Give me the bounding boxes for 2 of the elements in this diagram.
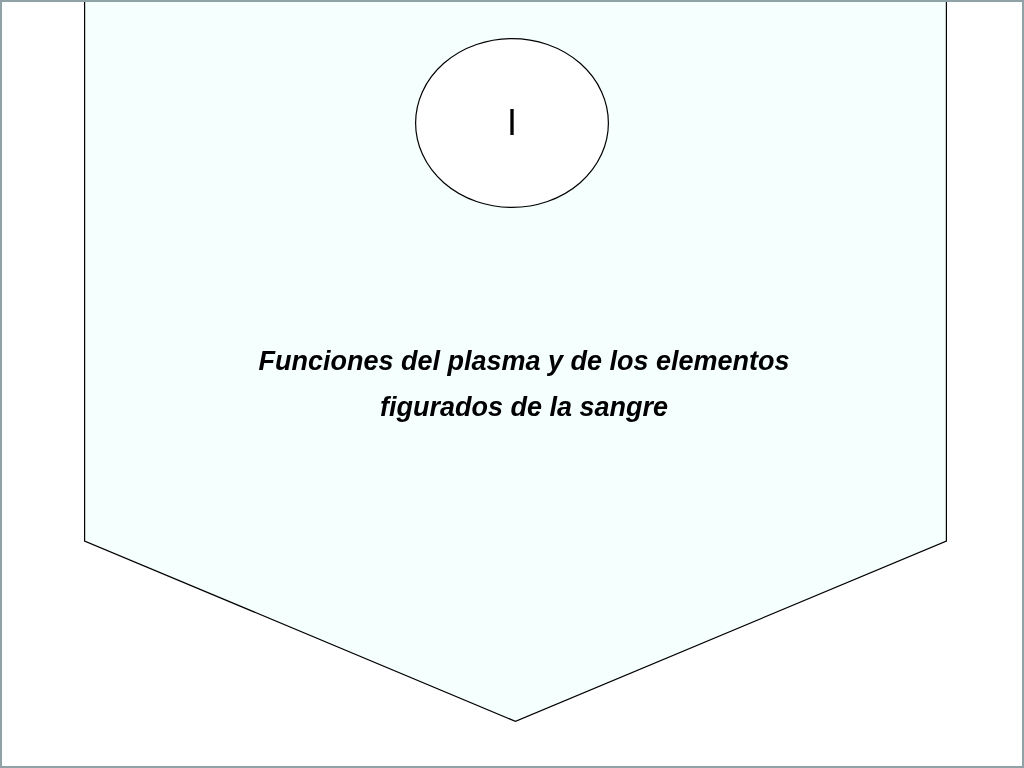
numeral-label: I — [506, 102, 518, 144]
banner-title: Funciones del plasma y de los elementos figurados de la sangre — [257, 345, 791, 424]
